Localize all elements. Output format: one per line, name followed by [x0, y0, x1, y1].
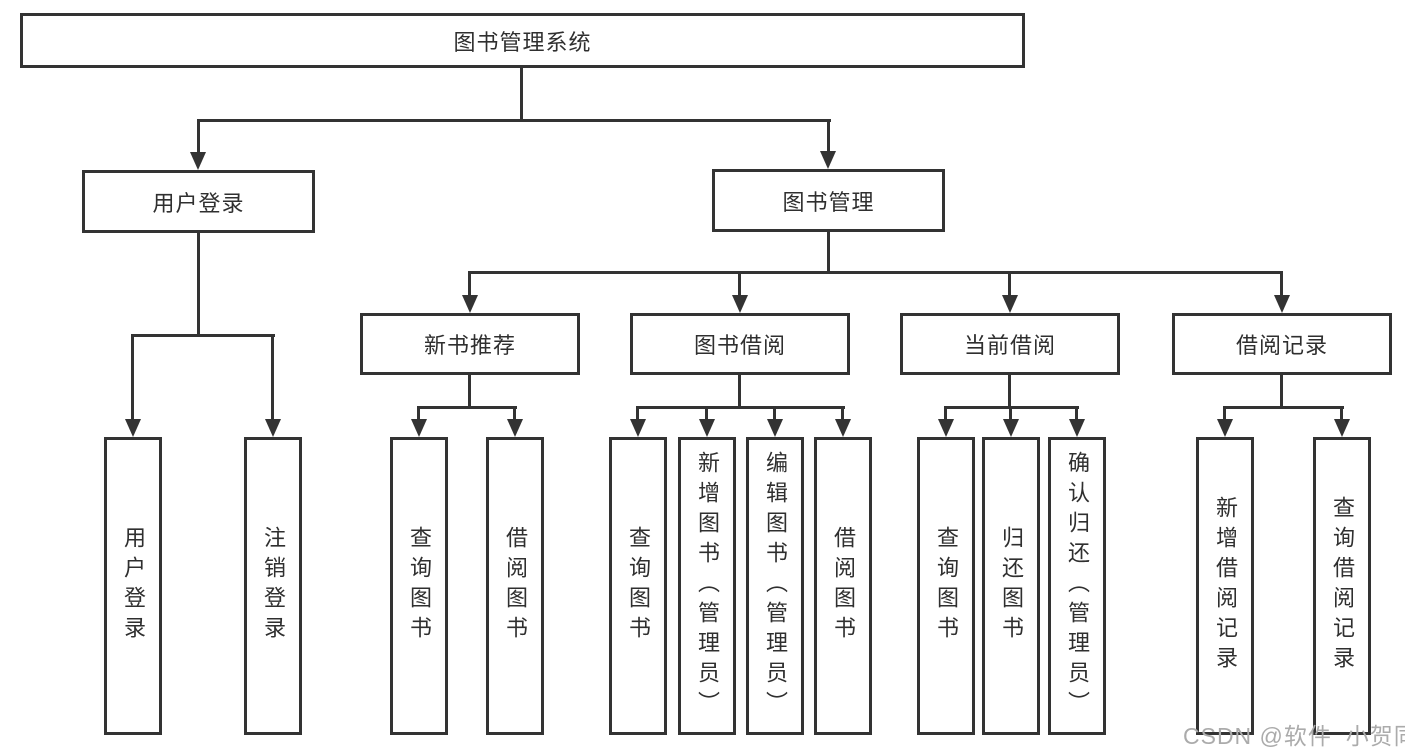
leaf-borrow-books: 借阅图书	[814, 437, 872, 735]
leaf-query-borrow-record-label: 查询借阅记录	[1330, 496, 1355, 676]
leaf-return-book: 归还图书	[982, 437, 1040, 735]
leaf-user-login: 用户登录	[104, 437, 162, 735]
leaf-user-login-label: 用户登录	[121, 526, 146, 646]
arrow-down-icon	[699, 419, 715, 437]
connector-drop-book-management	[827, 119, 830, 153]
arrow-down-icon	[835, 419, 851, 437]
connector-drop	[773, 406, 776, 421]
connector-drop	[841, 406, 844, 421]
connector-drop	[417, 406, 420, 421]
connector-drop-borrow-records	[1280, 271, 1283, 297]
arrow-down-icon	[630, 419, 646, 437]
connector-drop	[513, 406, 516, 421]
connector-new-book-stem	[468, 375, 471, 408]
connector-user-login-hline	[131, 334, 275, 337]
arrow-down-icon	[265, 419, 281, 437]
node-book-management: 图书管理	[712, 169, 945, 232]
arrow-down-icon	[411, 419, 427, 437]
connector-user-login-stem	[197, 233, 200, 336]
node-root: 图书管理系统	[20, 13, 1025, 68]
arrow-down-icon	[190, 152, 206, 170]
leaf-add-book-admin: 新增图书（管理员）	[678, 437, 736, 735]
connector-level2-hline	[468, 271, 1283, 274]
connector-drop-book-borrow	[738, 271, 741, 297]
arrow-down-icon	[938, 419, 954, 437]
arrow-down-icon	[507, 419, 523, 437]
arrow-down-icon	[1217, 419, 1233, 437]
connector-root-stem	[520, 68, 523, 122]
leaf-query-books-current: 查询图书	[917, 437, 975, 735]
leaf-query-books-borrow-label: 查询图书	[626, 526, 651, 646]
arrow-down-icon	[767, 419, 783, 437]
connector-drop-leaf-logout	[271, 334, 274, 421]
connector-borrow-records-hline	[1223, 406, 1344, 409]
connector-drop	[1340, 406, 1343, 421]
node-current-borrow-label: 当前借阅	[963, 333, 1056, 358]
leaf-edit-book-admin: 编辑图书（管理员）	[746, 437, 804, 735]
leaf-confirm-return-admin: 确认归还（管理员）	[1048, 437, 1106, 735]
connector-book-management-stem	[827, 232, 830, 273]
node-new-book-recommend: 新书推荐	[360, 313, 580, 375]
connector-drop	[636, 406, 639, 421]
arrow-down-icon	[1274, 295, 1290, 313]
connector-drop-new-book	[468, 271, 471, 297]
leaf-add-book-admin-label: 新增图书（管理员）	[695, 451, 720, 721]
leaf-query-books-recommend: 查询图书	[390, 437, 448, 735]
connector-level1-hline	[197, 119, 831, 122]
connector-drop	[1075, 406, 1078, 421]
connector-drop	[705, 406, 708, 421]
arrow-down-icon	[1334, 419, 1350, 437]
leaf-borrow-books-recommend: 借阅图书	[486, 437, 544, 735]
node-borrow-records-label: 借阅记录	[1235, 333, 1328, 358]
connector-drop	[1223, 406, 1226, 421]
node-borrow-records: 借阅记录	[1172, 313, 1392, 375]
node-current-borrow: 当前借阅	[900, 313, 1120, 375]
node-book-borrow: 图书借阅	[630, 313, 850, 375]
node-user-login: 用户登录	[82, 170, 315, 233]
leaf-confirm-return-admin-label: 确认归还（管理员）	[1065, 451, 1090, 721]
leaf-logout: 注销登录	[244, 437, 302, 735]
leaf-query-books-recommend-label: 查询图书	[407, 526, 432, 646]
connector-new-book-hline	[417, 406, 517, 409]
leaf-borrow-books-recommend-label: 借阅图书	[503, 526, 528, 646]
leaf-query-books-current-label: 查询图书	[934, 526, 959, 646]
arrow-down-icon	[1002, 295, 1018, 313]
node-book-borrow-label: 图书借阅	[693, 333, 786, 358]
connector-drop-user-login	[197, 119, 200, 154]
leaf-add-borrow-record: 新增借阅记录	[1196, 437, 1254, 735]
connector-drop-leaf-login	[131, 334, 134, 421]
leaf-query-borrow-record: 查询借阅记录	[1313, 437, 1371, 735]
arrow-down-icon	[125, 419, 141, 437]
connector-drop	[944, 406, 947, 421]
node-user-login-label: 用户登录	[152, 190, 245, 216]
arrow-down-icon	[462, 295, 478, 313]
connector-book-borrow-stem	[738, 375, 741, 408]
leaf-borrow-books-label: 借阅图书	[831, 526, 856, 646]
connector-book-borrow-hline	[636, 406, 845, 409]
node-book-management-label: 图书管理	[782, 189, 875, 215]
arrow-down-icon	[1003, 419, 1019, 437]
leaf-return-book-label: 归还图书	[999, 526, 1024, 646]
leaf-logout-label: 注销登录	[261, 526, 286, 646]
arrow-down-icon	[820, 151, 836, 169]
connector-current-borrow-stem	[1008, 375, 1011, 408]
arrow-down-icon	[1069, 419, 1085, 437]
arrow-down-icon	[732, 295, 748, 313]
connector-drop-current-borrow	[1008, 271, 1011, 297]
leaf-edit-book-admin-label: 编辑图书（管理员）	[763, 451, 788, 721]
leaf-query-books-borrow: 查询图书	[609, 437, 667, 735]
connector-drop	[1009, 406, 1012, 421]
connector-borrow-records-stem	[1280, 375, 1283, 408]
node-root-label: 图书管理系统	[453, 29, 592, 55]
csdn-watermark: CSDN @软件_小贺同学	[1183, 723, 1405, 747]
leaf-add-borrow-record-label: 新增借阅记录	[1213, 496, 1238, 676]
node-new-book-recommend-label: 新书推荐	[423, 333, 516, 358]
